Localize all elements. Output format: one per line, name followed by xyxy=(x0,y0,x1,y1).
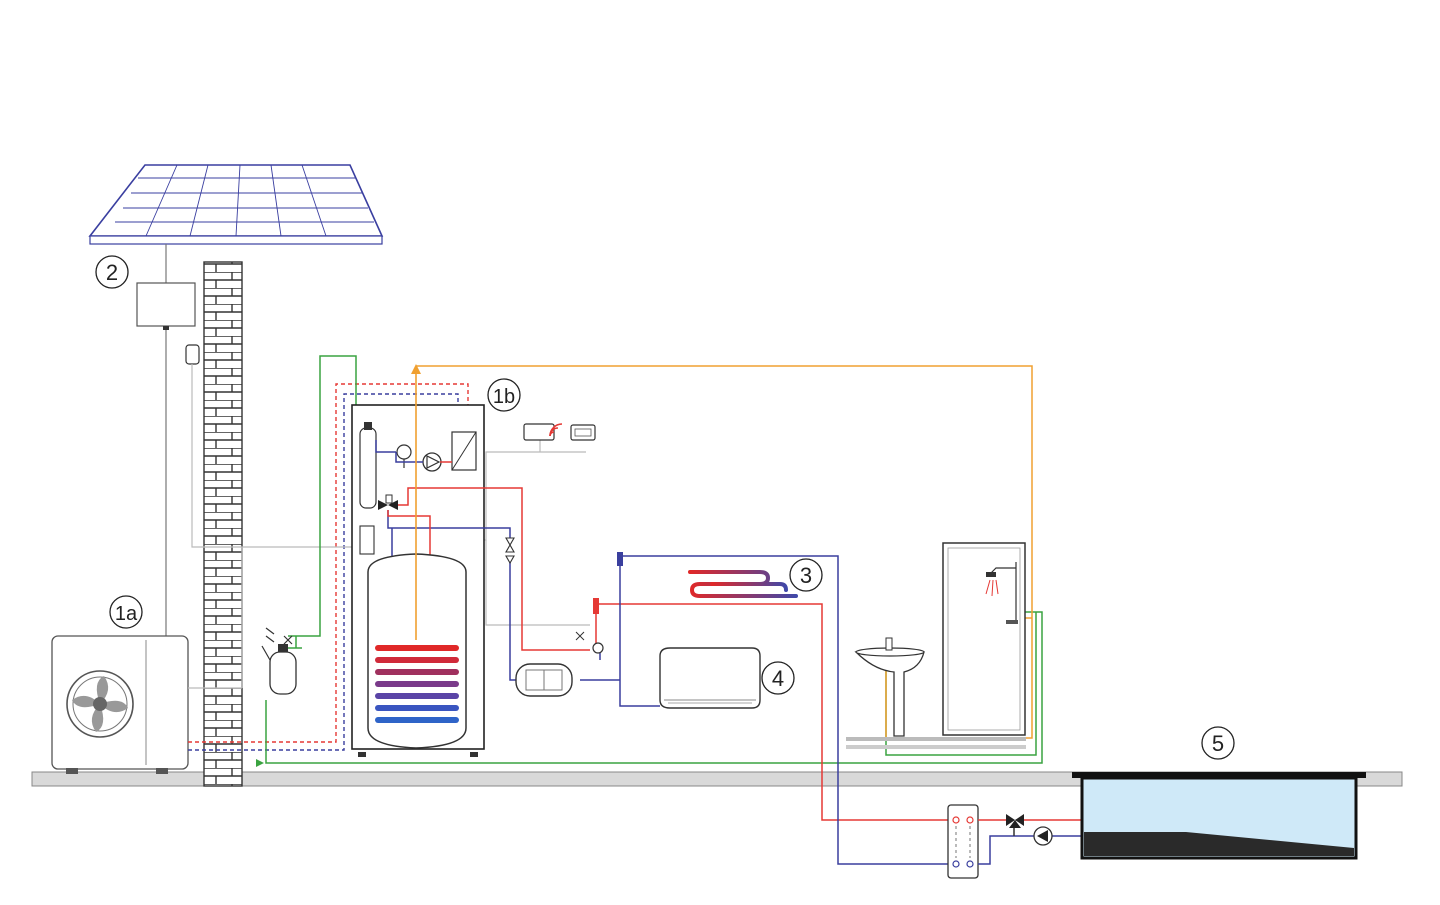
label-4-text: 4 xyxy=(772,666,784,691)
pump-icon xyxy=(422,452,442,472)
sink-icon xyxy=(854,637,925,737)
flow-arrow-icon xyxy=(256,759,264,767)
floor-heating-coils xyxy=(688,570,798,598)
label-heat-pump-outdoor: 1a xyxy=(109,595,143,629)
thermostat-controller xyxy=(523,423,596,441)
solar-panel-icon xyxy=(88,164,384,283)
shower-icon xyxy=(985,562,1018,624)
label-floor-heating: 3 xyxy=(789,558,823,592)
label-5-text: 5 xyxy=(1212,731,1224,756)
pool-piping xyxy=(978,819,1086,865)
mixing-valve-icon xyxy=(575,631,604,654)
heat-pump-outdoor-unit xyxy=(51,635,242,774)
fan-coil-unit xyxy=(659,647,761,709)
expansion-vessel xyxy=(261,627,297,695)
distribution-piping xyxy=(580,555,952,865)
ground-slab xyxy=(31,771,1403,787)
brick-wall xyxy=(203,261,243,787)
pool-valve-icon xyxy=(1006,814,1024,828)
buffer-vessel xyxy=(515,663,573,697)
shower-cabin xyxy=(942,542,1026,736)
label-fan-coil: 4 xyxy=(761,661,795,695)
floor-heating-manifold-flow xyxy=(593,598,599,614)
pool-heat-exchanger xyxy=(947,804,979,879)
tank-coil xyxy=(375,645,459,723)
dhw-tank xyxy=(367,553,467,749)
label-2-text: 2 xyxy=(106,260,118,285)
label-indoor-unit: 1b xyxy=(487,378,521,412)
bathroom-floor xyxy=(846,737,1026,741)
bathroom-floor-2 xyxy=(846,745,1026,749)
valve-icon xyxy=(378,494,398,510)
heat-pump-fan-icon xyxy=(66,670,134,738)
label-3-text: 3 xyxy=(800,563,812,588)
swimming-pool xyxy=(1072,772,1366,860)
label-solar-controller: 2 xyxy=(95,255,129,289)
floor-heating-manifold-return xyxy=(617,552,623,566)
label-1b-text: 1b xyxy=(493,386,515,408)
isolation-valves xyxy=(505,537,515,565)
wifi-icon xyxy=(549,423,563,437)
solar-controller xyxy=(136,282,200,636)
pool-pump-icon xyxy=(1033,826,1053,846)
label-pool: 5 xyxy=(1201,726,1235,760)
label-1a-text: 1a xyxy=(115,603,138,625)
